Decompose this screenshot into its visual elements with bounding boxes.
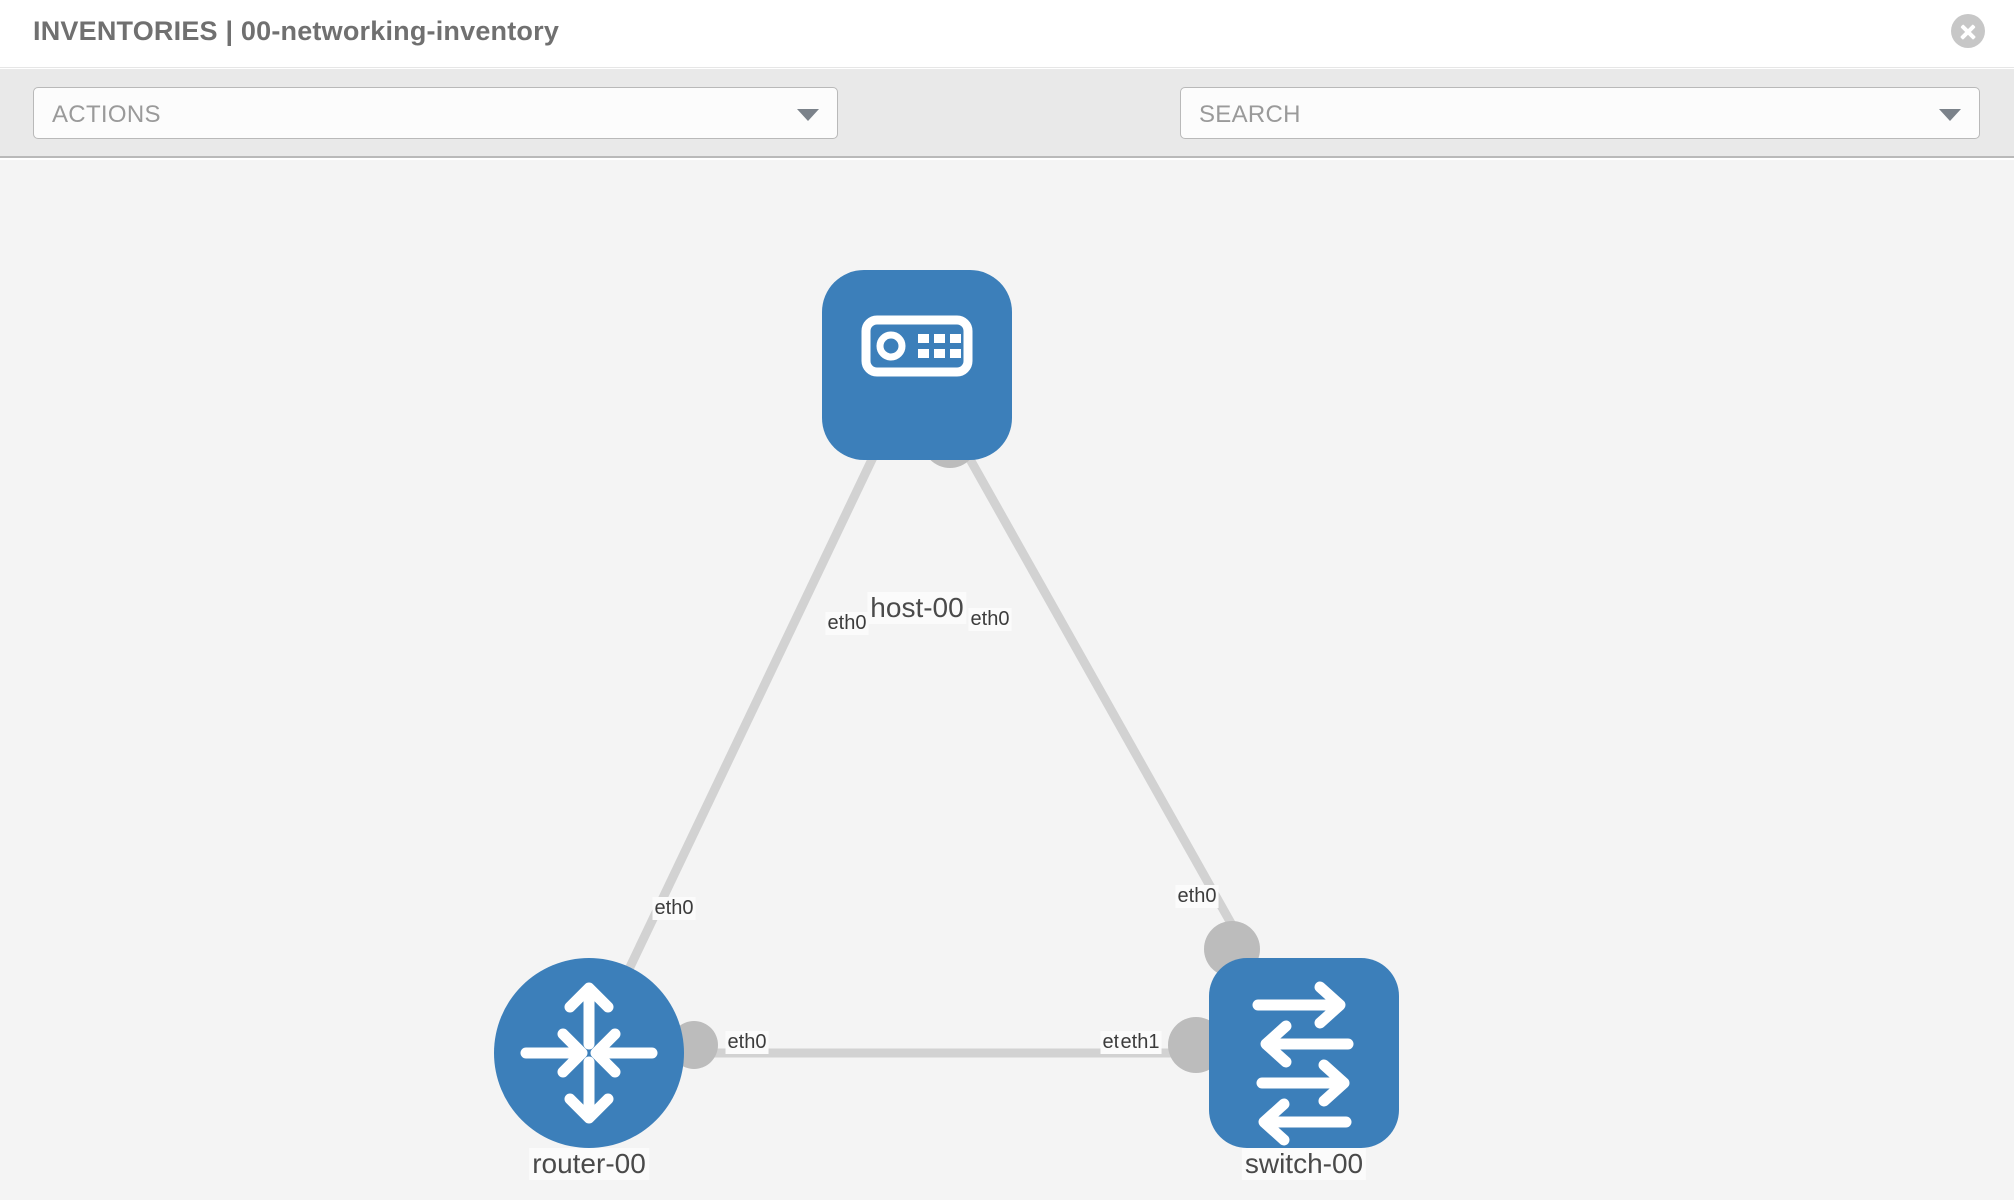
switch-arrows-icon	[1252, 981, 1354, 1146]
node-label-switch-00[interactable]: switch-00	[1241, 1148, 1367, 1180]
search-placeholder: SEARCH	[1199, 101, 1301, 128]
node-switch-00	[1209, 958, 1399, 1148]
actions-dropdown-label: ACTIONS	[52, 101, 161, 128]
toolbar: ACTIONS SEARCH	[0, 69, 2014, 198]
chevron-down-icon	[1939, 109, 1961, 121]
page-title: INVENTORIES | 00-networking-inventory	[33, 16, 560, 46]
topology-links	[584, 362, 1308, 1058]
server-icon	[861, 315, 973, 377]
node-router-00	[494, 958, 684, 1148]
topology-graph	[494, 270, 1399, 1148]
node-label-router-00[interactable]: router-00	[529, 1148, 649, 1180]
actions-dropdown[interactable]: ACTIONS	[33, 87, 838, 139]
iface-label-switch-left: eth1	[1118, 1031, 1162, 1054]
node-label-host-00[interactable]: host-00	[867, 592, 967, 624]
router-arrows-icon	[520, 982, 658, 1124]
iface-label-router-right: eth0	[725, 1031, 769, 1054]
close-icon[interactable]	[1951, 14, 1985, 48]
iface-label-router-uplink: eth0	[652, 897, 696, 920]
link-host-router	[584, 363, 922, 1055]
iface-label-host-left: eth0	[825, 612, 869, 635]
node-host-00	[822, 270, 1012, 460]
search-input[interactable]: SEARCH	[1180, 87, 1980, 139]
iface-label-switch-uplink: eth0	[1175, 885, 1219, 908]
topology-canvas[interactable]: host-00 router-00 switch-00 eth0 eth0 et…	[0, 160, 2014, 1200]
topology-endpoints	[670, 412, 1260, 1073]
chevron-down-icon	[797, 109, 819, 121]
iface-label-host-right: eth0	[968, 608, 1012, 631]
page-header: INVENTORIES | 00-networking-inventory	[0, 0, 2014, 68]
